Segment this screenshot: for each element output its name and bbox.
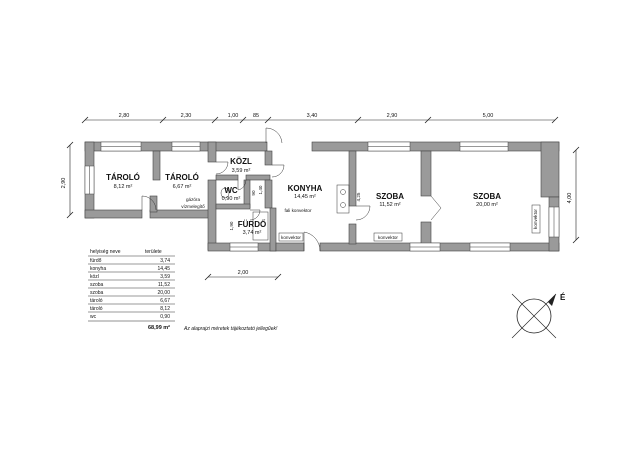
label-vizmelegito: vízmelegítő <box>181 204 205 209</box>
room-name-wc: WC <box>224 186 238 195</box>
table-row-value: 11,52 <box>158 282 170 288</box>
label-konvektor-szoba: konvektor <box>378 235 398 240</box>
label-fali-konvektor: fali konvektor <box>284 208 312 213</box>
disclaimer-note: Az alaprajzi méretek tájékoztató jellegű… <box>183 326 278 332</box>
table-header-name: helyiség neve <box>90 249 121 255</box>
dim-inner-1: 1,40 <box>258 185 263 194</box>
room-name-furdo: FÜRDŐ <box>238 220 266 229</box>
dim-top-5: 3,40 <box>307 113 318 119</box>
dim-left: 2,90 <box>61 178 67 189</box>
room-area-wc: 0,90 m² <box>222 196 241 202</box>
room-name-konyha: KONYHA <box>288 184 323 193</box>
top-dimension-chain: 2,80 2,30 1,00 85 3,40 2,90 5,00 <box>81 113 559 124</box>
room-name-taroló1: TÁROLÓ <box>106 173 140 182</box>
dim-top-3: 1,00 <box>228 113 239 119</box>
room-labels: TÁROLÓ 8,12 m² TÁROLÓ 6,67 m² KÖZL 3,59 … <box>106 157 501 236</box>
dim-top-6: 2,90 <box>387 113 398 119</box>
table-row-value: 6,67 <box>160 298 170 304</box>
table-row-value: 0,90 <box>160 314 170 320</box>
fixtures <box>220 184 541 242</box>
room-area-szoba1: 11,52 m² <box>379 202 400 208</box>
room-area-taroló1: 8,12 m² <box>114 184 133 190</box>
left-dimension: 2,90 <box>61 141 74 219</box>
table-row-name: tároló <box>90 298 103 304</box>
label-konvektor-kitchen: konvektor <box>281 235 301 240</box>
table-row-name: konyha <box>90 266 106 272</box>
dim-top-1: 2,80 <box>119 113 130 119</box>
dim-kitchen: 4,25 <box>356 192 361 201</box>
walls <box>84 141 560 252</box>
dim-top-7: 5,00 <box>483 113 494 119</box>
room-area-szoba2: 20,00 m² <box>476 202 498 208</box>
label-gazora: gázóra <box>186 197 200 202</box>
table-row-name: szoba <box>90 282 104 288</box>
room-area-furdo: 3,74 m² <box>243 230 262 236</box>
table-row-value: 14,45 <box>157 266 170 272</box>
dim-inner-2: 90 <box>251 190 256 196</box>
room-name-kozl: KÖZL <box>230 157 252 166</box>
dim-right: 4,00 <box>567 193 573 204</box>
room-name-taroló2: TÁROLÓ <box>165 173 199 182</box>
room-name-szoba1: SZOBA <box>376 192 404 201</box>
room-area-taroló2: 6,67 m² <box>173 184 192 190</box>
compass-label: É <box>560 293 566 302</box>
annotations: gázóra vízmelegítő fali konvektor konvek… <box>181 185 538 240</box>
dim-top-4: 85 <box>253 113 259 119</box>
north-arrow-icon: É <box>511 293 566 339</box>
room-area-konyha: 14,45 m² <box>294 194 316 200</box>
table-row-value: 3,74 <box>160 258 170 264</box>
table-row-name: tároló <box>90 306 103 312</box>
dim-bottom: 2,00 <box>238 270 249 276</box>
dim-top-2: 2,30 <box>181 113 192 119</box>
dim-inner-3: 1,90 <box>229 221 234 230</box>
table-row-value: 8,12 <box>160 306 170 312</box>
right-dimension: 4,00 <box>567 146 580 244</box>
table-row-name: wc <box>90 314 97 320</box>
table-row-value: 20,00 <box>157 290 170 296</box>
bottom-dimension: 2,00 <box>204 270 282 281</box>
table-row-name: közl <box>90 274 99 280</box>
table-row-value: 3,59 <box>160 274 170 280</box>
table-total: 68,99 m² <box>148 324 170 331</box>
label-konvektor-szoba2: konvektor <box>533 209 538 229</box>
table-header-area: területe <box>145 249 162 255</box>
table-row-name: szoba <box>90 290 104 296</box>
doors <box>141 127 442 252</box>
room-name-szoba2: SZOBA <box>473 192 501 201</box>
room-area-kozl: 3,59 m² <box>232 168 251 174</box>
area-table: helyiség neve területe fürdő 3,74 konyha… <box>88 249 175 331</box>
table-row-name: fürdő <box>90 258 102 264</box>
